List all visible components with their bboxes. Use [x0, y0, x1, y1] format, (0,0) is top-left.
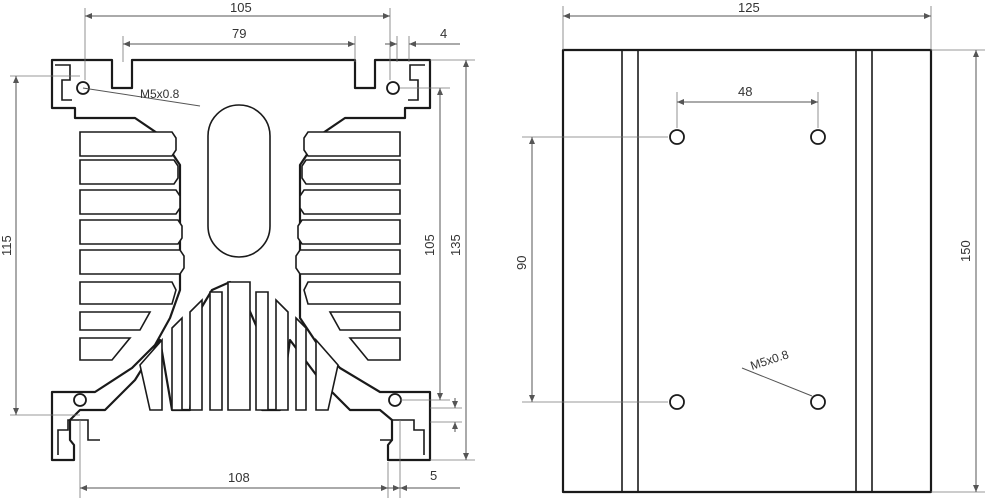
dim-bottom-small-label: 5 [430, 468, 437, 483]
bottom-right-channel [380, 419, 425, 455]
plate-hole-top-left [669, 129, 685, 145]
front-view: 105 79 4 M5x0.8 115 105 135 [0, 0, 475, 498]
plate-hole-bottom-left [669, 394, 685, 410]
left-fins [79, 131, 185, 361]
top-left-channel [55, 64, 72, 101]
thread-hole-top-right [386, 81, 400, 95]
thread-hole-bottom-right [388, 393, 402, 407]
dim-inner-height-label: 105 [422, 234, 437, 256]
dim-inner-slot-label: 79 [232, 26, 246, 41]
side-view: 125 48 90 150 M5x0.8 [514, 0, 985, 494]
plate-hole-bottom-right [810, 394, 826, 410]
center-oval-slot [207, 104, 271, 258]
dim-top-width-label: 105 [230, 0, 252, 15]
plate-outline [561, 48, 933, 494]
dim-bottom-width-label: 108 [228, 470, 250, 485]
side-dim-hole-y-label: 90 [514, 256, 529, 270]
side-dim-hole-x-label: 48 [738, 84, 752, 99]
plate-hole-top-right [810, 129, 826, 145]
dim-small-offset-label: 4 [440, 26, 447, 41]
top-right-channel [408, 64, 425, 101]
side-dim-width-label: 125 [738, 0, 760, 15]
side-dim-height-label: 150 [958, 240, 973, 262]
bottom-fins [139, 281, 339, 411]
dim-total-height-label: 135 [448, 234, 463, 256]
bottom-left-channel [57, 419, 100, 455]
dim-left-height-label: 115 [0, 235, 14, 256]
right-fins [295, 131, 401, 361]
front-thread-label: M5x0.8 [140, 87, 180, 101]
thread-hole-bottom-left [73, 393, 87, 407]
